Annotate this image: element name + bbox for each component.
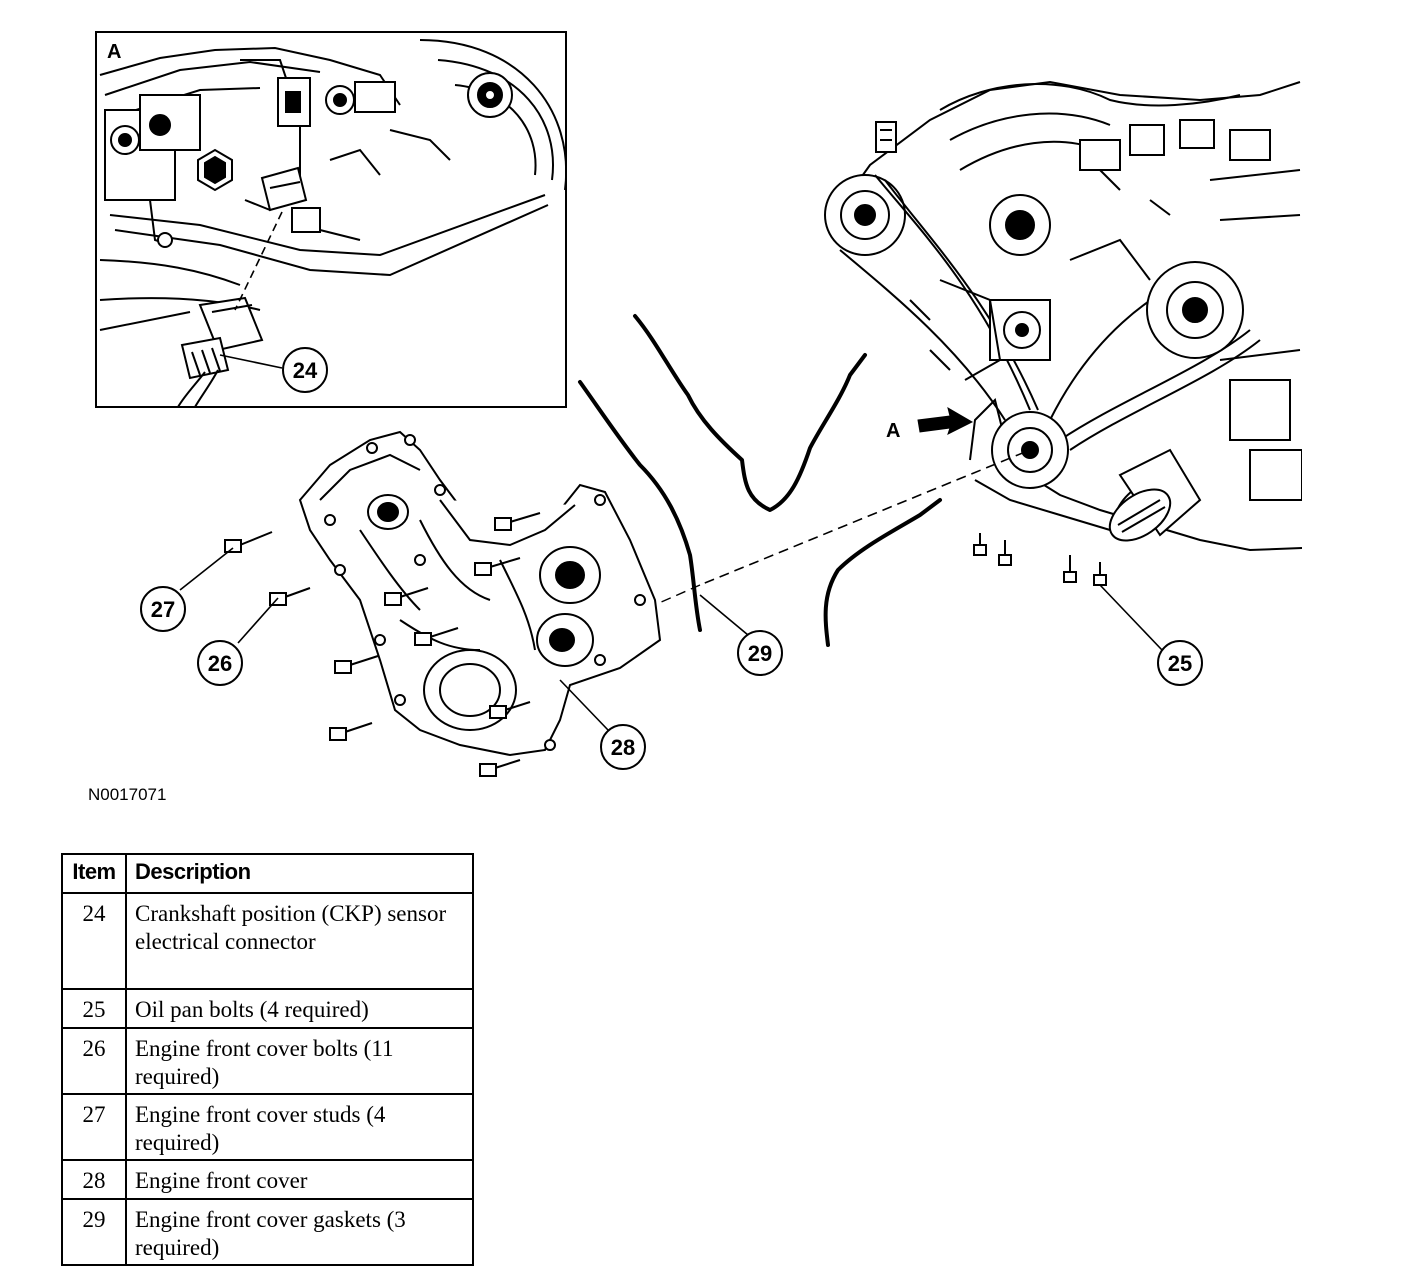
legend-item-description: Engine front cover bbox=[125, 1159, 474, 1200]
legend-header-item: Item bbox=[61, 853, 127, 894]
callout-28: 28 bbox=[600, 724, 646, 770]
table-row: 28 Engine front cover bbox=[61, 1159, 474, 1200]
callout-26: 26 bbox=[197, 640, 243, 686]
legend-item-description: Engine front cover bolts (11 required) bbox=[125, 1027, 474, 1095]
legend-item-description: Crankshaft position (CKP) sensor electri… bbox=[125, 892, 474, 990]
legend-item-number: 25 bbox=[61, 988, 127, 1029]
callout-27: 27 bbox=[140, 586, 186, 632]
svg-text:29: 29 bbox=[748, 641, 772, 666]
svg-text:26: 26 bbox=[208, 651, 232, 676]
engine-assembly: A bbox=[824, 80, 1302, 552]
oil-pan-bolts bbox=[973, 533, 1107, 586]
table-row: 25 Oil pan bolts (4 required) bbox=[61, 988, 474, 1029]
table-row: 26 Engine front cover bolts (11 required… bbox=[61, 1027, 474, 1095]
svg-text:28: 28 bbox=[611, 735, 635, 760]
callout-29: 29 bbox=[737, 630, 783, 676]
callout-24: 24 bbox=[282, 347, 328, 393]
legend-item-number: 29 bbox=[61, 1198, 127, 1266]
svg-text:27: 27 bbox=[151, 597, 175, 622]
callout-25: 25 bbox=[1157, 640, 1203, 686]
view-a-arrow-label: A bbox=[886, 420, 900, 442]
legend-item-description: Oil pan bolts (4 required) bbox=[125, 988, 474, 1029]
legend-header-description: Description bbox=[125, 853, 474, 894]
table-row: 24 Crankshaft position (CKP) sensor elec… bbox=[61, 892, 474, 990]
legend-header-row: Item Description bbox=[61, 853, 474, 894]
table-row: 29 Engine front cover gaskets (3 require… bbox=[61, 1198, 474, 1266]
legend-item-number: 26 bbox=[61, 1027, 127, 1095]
callout-leaders bbox=[179, 354, 1163, 731]
front-cover-gaskets bbox=[578, 314, 942, 647]
engine-front-cover bbox=[298, 430, 662, 757]
table-row: 27 Engine front cover studs (4 required) bbox=[61, 1093, 474, 1161]
svg-text:24: 24 bbox=[293, 358, 318, 383]
inset-view-label: A bbox=[107, 41, 121, 63]
svg-text:25: 25 bbox=[1168, 651, 1192, 676]
alignment-dashed-line bbox=[699, 451, 1026, 586]
legend-item-number: 24 bbox=[61, 892, 127, 990]
front-cover-bolts bbox=[224, 512, 541, 777]
engine-front-cover-diagram: A bbox=[95, 31, 1302, 777]
legend-item-number: 28 bbox=[61, 1159, 127, 1200]
legend-table: Item Description 24 Crankshaft position … bbox=[61, 853, 474, 1266]
legend-item-description: Engine front cover gaskets (3 required) bbox=[125, 1198, 474, 1266]
figure-id: N0017071 bbox=[88, 785, 167, 804]
inset-view-a: A bbox=[95, 31, 567, 408]
legend-item-description: Engine front cover studs (4 required) bbox=[125, 1093, 474, 1161]
legend-item-number: 27 bbox=[61, 1093, 127, 1161]
